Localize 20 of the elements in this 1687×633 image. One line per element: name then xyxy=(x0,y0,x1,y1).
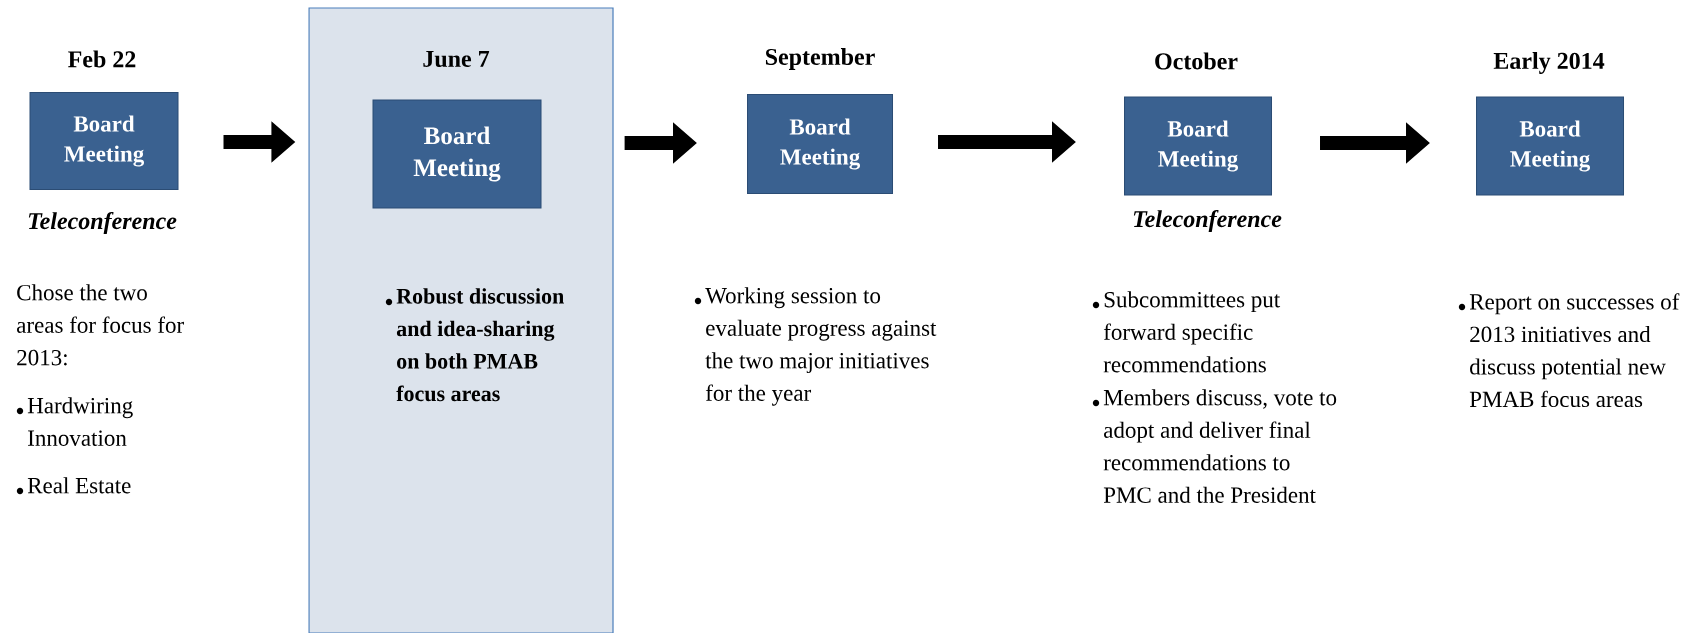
date-heading: Feb 22 xyxy=(68,50,136,68)
bullet-text: Robust discussion and idea-sharing on both PMAB focus areas xyxy=(396,288,564,402)
date-heading: Early 2014 xyxy=(1493,52,1605,74)
description-text: Hardwiring Innovation xyxy=(27,397,133,446)
meeting-box: Board Meeting xyxy=(372,99,542,209)
description-text: Report on successes of 2013 initiatives and discuss potential new PMAB focus areas xyxy=(1469,293,1680,408)
date-heading: June 7 xyxy=(423,51,490,67)
meeting-box: Board Meeting xyxy=(747,94,893,194)
date-heading: October xyxy=(1155,52,1238,70)
description-text: Members discuss, vote to adopt and deliver final recommendations to PMC and the President xyxy=(1103,389,1337,503)
description-text: Real Estate xyxy=(27,477,131,494)
description-text: Working session to evaluate progress against the two major initiatives for the year xyxy=(705,287,937,406)
description-text: Chose the two areas for focus for 2013: xyxy=(17,284,184,366)
meeting-box: Board Meeting xyxy=(1124,96,1272,196)
date-heading: September xyxy=(765,48,875,70)
meeting-mode: Teleconference xyxy=(28,212,177,234)
meeting-box: Board Meeting xyxy=(29,92,179,190)
meeting-box: Board Meeting xyxy=(1476,96,1624,196)
meeting-mode: Teleconference xyxy=(1133,210,1282,232)
description-text: Subcommittees put forward specific recommendations xyxy=(1103,291,1281,373)
